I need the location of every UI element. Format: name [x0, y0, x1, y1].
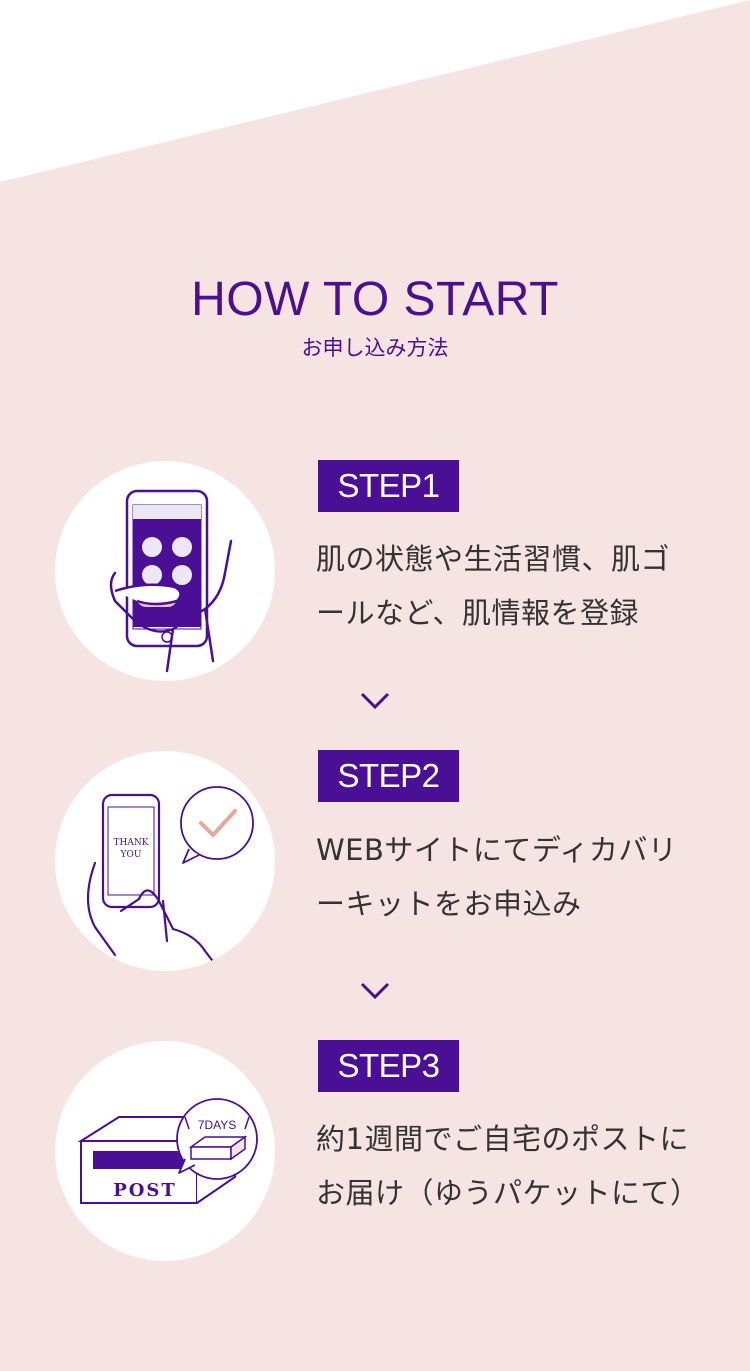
step1-badge: STEP1: [318, 460, 459, 512]
phone-thank-you-icon: THANK YOU: [86, 786, 254, 971]
phone-text-thank: THANK: [114, 838, 149, 848]
step3-badge: STEP3: [318, 1040, 459, 1092]
days-label: 7DAYS: [198, 1118, 236, 1132]
step2-illustration: THANK YOU: [55, 751, 275, 971]
step2-line2: ーキットをお申込み: [316, 887, 582, 921]
step1-line2: ールなど、肌情報を登録: [316, 596, 640, 630]
step3-line1: 約1週間でご自宅のポストに: [316, 1122, 689, 1156]
step3-illustration: POST 7DAYS: [55, 1041, 275, 1261]
step3-line2: お届け（ゆうパケットにて）: [316, 1176, 700, 1210]
phone-text-you: YOU: [120, 850, 142, 860]
section-subtitle: お申し込み方法: [301, 336, 449, 360]
post-box-icon: POST 7DAYS: [77, 1098, 258, 1204]
step3-description: 約1週間でご自宅のポストに お届け（ゆうパケットにて）: [316, 1112, 726, 1220]
post-box-label: POST: [113, 1180, 177, 1201]
step2-description: WEBサイトにてディカバリ ーキットをお申込み: [316, 823, 726, 931]
step1-description: 肌の状態や生活習慣、肌ゴ ールなど、肌情報を登録: [316, 532, 726, 640]
step2-line1: WEBサイトにてディカバリ: [316, 833, 678, 867]
chevron-down-icon: [359, 981, 391, 1001]
step1-illustration: [55, 461, 275, 681]
step2-badge: STEP2: [318, 750, 459, 802]
chevron-down-icon: [359, 691, 391, 711]
step1-line1: 肌の状態や生活習慣、肌ゴ: [316, 542, 671, 576]
section-title: HOW TO START: [191, 273, 559, 326]
phone-hand-icon: [109, 489, 233, 673]
